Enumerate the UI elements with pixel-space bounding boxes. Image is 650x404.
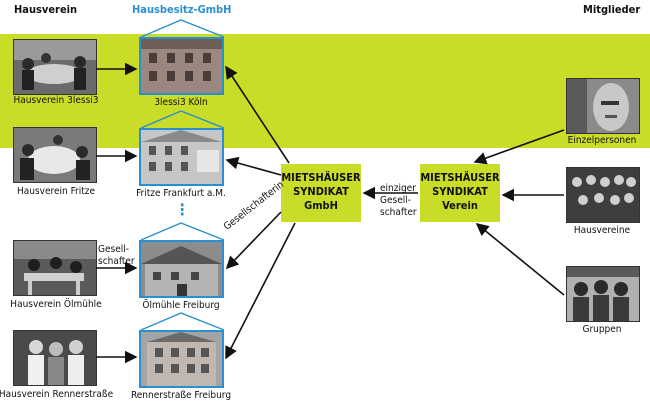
member-caption: Hausvereine — [573, 225, 631, 236]
highlight-band — [0, 34, 650, 148]
verein-box-line1: MIETSHÄUSER — [420, 171, 500, 184]
house-caption: Ölmühle Freiburg — [142, 300, 220, 311]
syndikat-verein-box: MIETSHÄUSER SYNDIKAT Verein — [420, 164, 500, 222]
house-photo — [139, 37, 224, 95]
hausverein-caption: Hausverein 3lessi3 — [13, 95, 99, 106]
gmbh-box-line3: GmbH — [304, 199, 338, 212]
house-caption: 3lessi3 Köln — [154, 97, 208, 108]
einziger-label-line3: schafter — [380, 207, 417, 218]
arrow-gmbh-to-house — [225, 222, 296, 360]
arrow-gmbh-to-house — [225, 156, 282, 176]
hausverein-caption: Hausverein Rennerstraße — [0, 389, 114, 400]
arrow-member-to-verein — [475, 222, 565, 296]
house-caption: Fritze Frankfurt a.M. — [136, 188, 226, 199]
einziger-label-line2: Gesell- — [380, 195, 411, 206]
verein-box-line2: SYNDIKAT — [432, 185, 488, 198]
verein-box-line3: Verein — [442, 199, 478, 212]
roof-line — [140, 312, 225, 331]
house-photo — [139, 330, 224, 388]
roof-line — [140, 19, 225, 38]
hausverein-photo — [13, 127, 97, 183]
gesellschafter-label-line2: schafter — [98, 256, 135, 267]
gesellschafter-label: Gesell- schafter — [98, 244, 135, 268]
syndikat-gmbh-box: MIETSHÄUSER SYNDIKAT GmbH — [281, 164, 361, 222]
house-photo — [139, 240, 224, 298]
roof-line — [140, 110, 225, 129]
member-photo — [566, 167, 640, 223]
gesellschafter-label-line1: Gesell- — [98, 244, 129, 255]
einziger-label-line1: einziger — [380, 183, 416, 194]
member-caption: Gruppen — [582, 324, 622, 335]
header-mitglieder: Mitglieder — [583, 3, 641, 16]
house-photo — [139, 128, 224, 186]
hausverein-photo — [13, 330, 97, 386]
hausverein-photo — [13, 39, 97, 95]
member-photo — [566, 78, 640, 134]
arrow-gmbh-to-house — [225, 65, 290, 164]
arrow-gmbh-to-house — [225, 211, 282, 270]
einziger-gesellschafter-label: einziger Gesell- schafter — [380, 183, 417, 219]
header-hausbesitz-gmbh: Hausbesitz-GmbH — [132, 3, 232, 16]
member-caption: Einzelpersonen — [567, 135, 637, 146]
gmbh-box-line1: MIETSHÄUSER — [281, 171, 361, 184]
hausverein-caption: Hausverein Fritze — [16, 186, 96, 197]
arrow-member-to-verein — [473, 129, 565, 165]
house-caption: Rennerstraße Freiburg — [130, 390, 232, 401]
member-photo — [566, 266, 640, 322]
gmbh-box-line2: SYNDIKAT — [293, 185, 349, 198]
hausverein-caption: Hausverein Ölmühle — [10, 299, 102, 310]
header-hausverein: Hausverein — [14, 3, 78, 16]
continuation-dots: ⋮ — [175, 200, 190, 219]
roof-line — [140, 222, 225, 241]
